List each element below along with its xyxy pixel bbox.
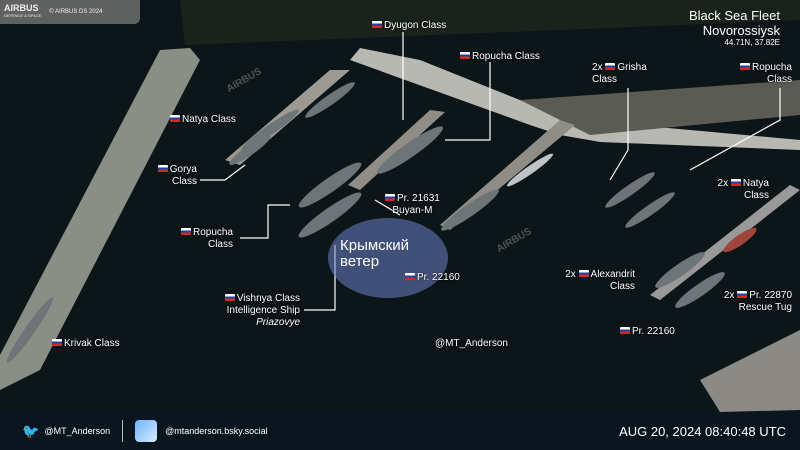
russian-flag-icon <box>605 63 616 70</box>
russian-flag-icon <box>157 165 168 172</box>
timestamp: AUG 20, 2024 08:40:48 UTC <box>619 423 786 439</box>
label-pr22160-right: Pr. 22160 <box>620 326 675 338</box>
title-fleet: Black Sea Fleet <box>688 8 780 23</box>
label-krivak: Krivak Class <box>52 338 120 350</box>
label-ropucha-top: Ropucha Class <box>460 51 540 63</box>
label-natya: Natya Class <box>170 114 236 126</box>
rock-mole <box>520 80 800 135</box>
divider <box>122 420 124 442</box>
russian-flag-icon <box>372 21 382 28</box>
pier-2 <box>348 110 445 190</box>
russian-flag-icon <box>737 291 748 298</box>
russian-flag-icon <box>578 270 589 277</box>
author-credit: @MT_Anderson <box>435 338 508 349</box>
label-dyugon: Dyugon Class <box>372 20 446 32</box>
title-location: Novorossiysk <box>702 23 780 38</box>
russian-flag-icon <box>170 115 180 122</box>
twitter-handle[interactable]: @MT_Anderson <box>44 426 111 436</box>
russian-flag-icon <box>52 339 62 346</box>
russian-flag-icon <box>405 273 415 280</box>
ships <box>6 82 757 363</box>
coordinates: 44.71N, 37.82E <box>724 38 780 47</box>
north-shore <box>180 0 800 45</box>
main-pier <box>350 48 800 150</box>
russian-flag-icon <box>224 294 235 301</box>
bluesky-handle[interactable]: @mtanderson.bsky.social <box>165 426 268 436</box>
russian-flag-icon <box>620 327 630 334</box>
russian-flag-icon <box>739 63 750 70</box>
copyright-text: © AIRBUS DS 2024 <box>49 9 103 15</box>
title-block: Black Sea Fleet Novorossiysk 44.71N, 37.… <box>689 8 780 47</box>
russian-flag-icon <box>460 52 470 59</box>
bluesky-icon <box>135 420 158 442</box>
east-shore <box>700 330 800 412</box>
label-pr22160-mid: Pr. 22160 <box>405 272 460 284</box>
russian-flag-icon <box>385 194 395 201</box>
footer-bar: 🐦 @MT_Anderson @mtanderson.bsky.social A… <box>0 412 800 450</box>
russian-flag-icon <box>180 228 191 235</box>
russian-flag-icon <box>730 179 741 186</box>
twitter-icon: 🐦 <box>22 422 40 439</box>
